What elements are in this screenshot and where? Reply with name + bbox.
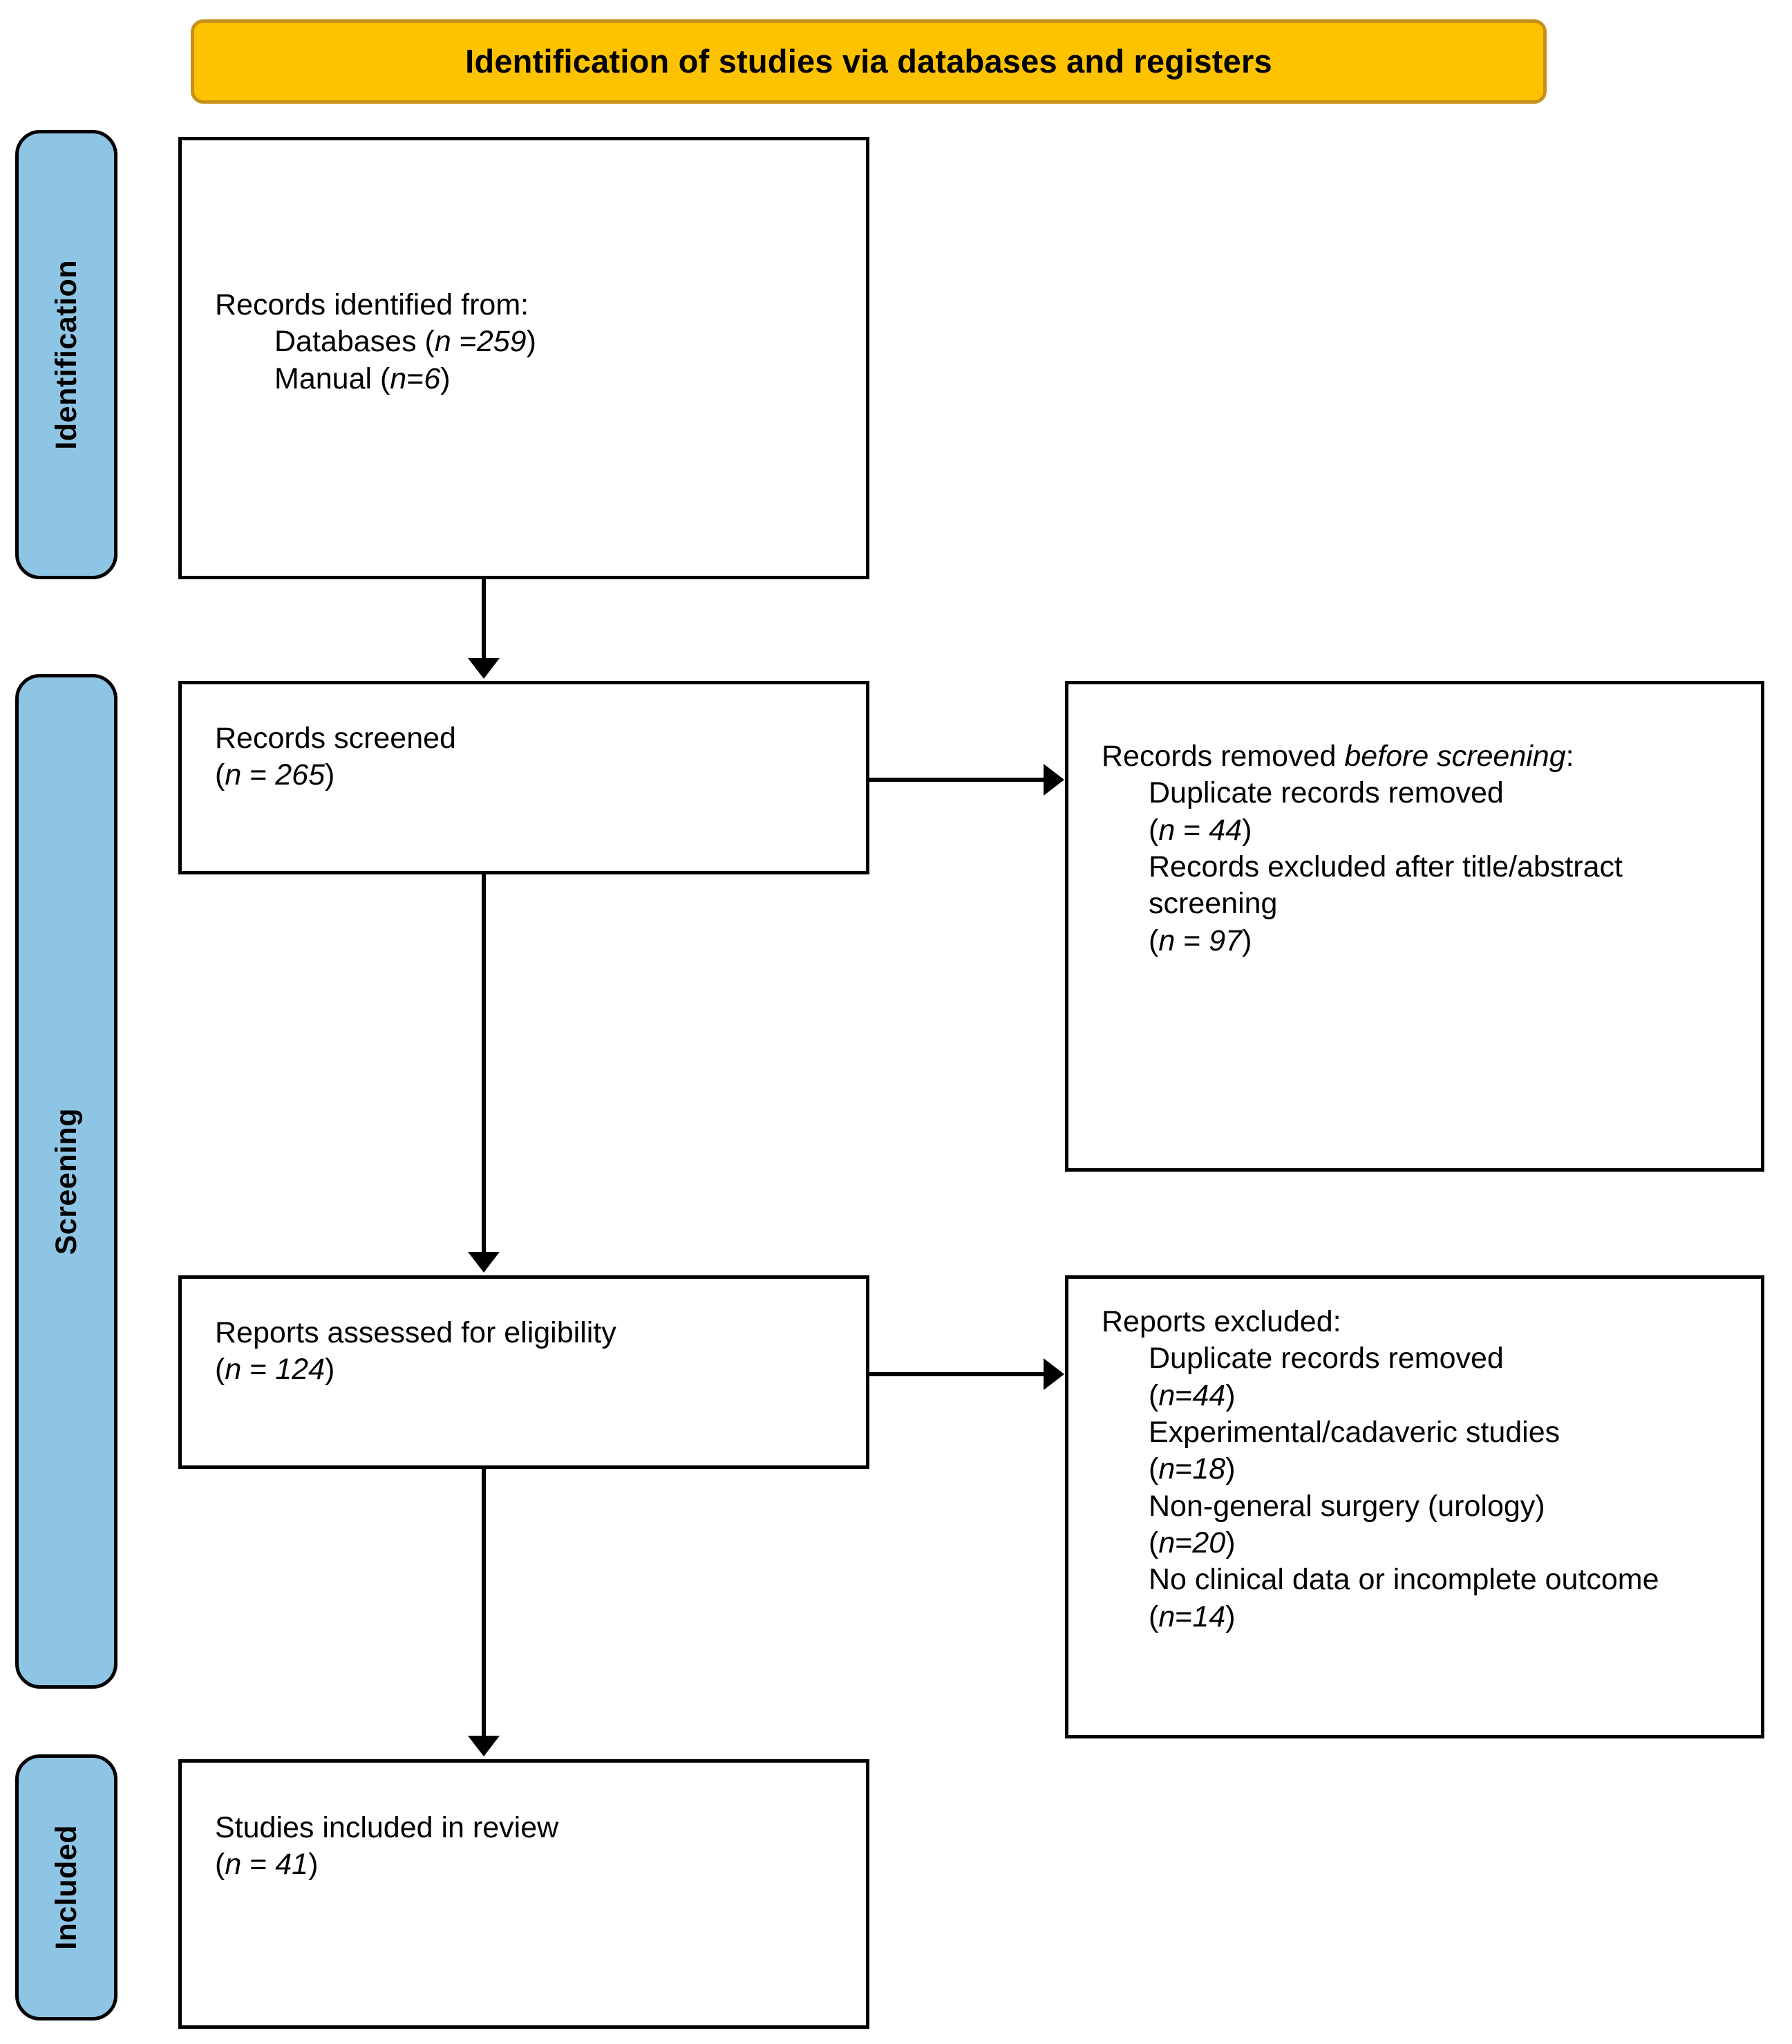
box-records-identified: Records identified from: Databases (n =2…: [178, 137, 869, 579]
box-records-removed-before-screening: Records removed before screening: Duplic…: [1065, 681, 1764, 1172]
records-removed-item2-count: (n = 97): [1149, 923, 1252, 957]
reports-excluded-item1-count: (n=44): [1149, 1378, 1236, 1412]
arrow-down-screened-to-assessed: [482, 874, 486, 1255]
phase-label-screening: Screening: [49, 1107, 83, 1255]
reports-excluded-item1: Duplicate records removed: [1149, 1342, 1504, 1376]
box-studies-included: Studies included in review (n = 41): [178, 1759, 869, 2029]
phase-pill-screening: Screening: [15, 674, 117, 1689]
reports-excluded-title: Reports excluded:: [1102, 1305, 1341, 1338]
records-removed-item2: Records excluded after title/abstract sc…: [1149, 850, 1631, 921]
box-reports-assessed: Reports assessed for eligibility (n = 12…: [178, 1275, 869, 1469]
arrow-right-assessed-to-excluded: [868, 1372, 1046, 1376]
box-reports-excluded: Reports excluded: Duplicate records remo…: [1065, 1275, 1764, 1738]
phase-pill-included: Included: [15, 1754, 117, 2020]
records-screened-count: (n = 265): [215, 758, 335, 792]
records-identified-databases: Databases (n =259): [215, 324, 849, 360]
records-screened-title: Records screened: [215, 722, 456, 755]
phase-label-identification: Identification: [49, 259, 83, 450]
arrow-down-identified-to-screened: [482, 579, 486, 661]
records-identified-manual: Manual (n=6): [215, 361, 849, 397]
arrow-right-screened-to-removed: [868, 778, 1046, 782]
phase-label-included: Included: [49, 1825, 83, 1950]
records-identified-title: Records identified from:: [215, 288, 529, 321]
banner-title: Identification of studies via databases …: [465, 43, 1272, 80]
records-identified-manual-text: Manual (n=6): [274, 362, 451, 395]
records-removed-item1: Duplicate records removed: [1149, 776, 1504, 810]
records-removed-item1-count: (n = 44): [1149, 813, 1252, 847]
reports-assessed-count: (n = 124): [215, 1353, 335, 1387]
reports-excluded-item4: No clinical data or incomplete outcome: [1149, 1563, 1659, 1597]
reports-excluded-item2-count: (n=18): [1149, 1452, 1236, 1486]
reports-excluded-item3: Non-general surgery (urology): [1149, 1489, 1545, 1523]
diagram-header-banner: Identification of studies via databases …: [191, 19, 1547, 104]
phase-pill-identification: Identification: [15, 130, 117, 579]
box-records-screened: Records screened (n = 265): [178, 681, 869, 874]
reports-excluded-item2: Experimental/cadaveric studies: [1149, 1415, 1560, 1449]
reports-assessed-title: Reports assessed for eligibility: [215, 1316, 616, 1349]
records-removed-title: Records removed before screening:: [1102, 740, 1574, 773]
records-identified-databases-text: Databases (n =259): [274, 325, 536, 359]
arrow-down-assessed-to-included: [482, 1469, 486, 1738]
studies-included-title: Studies included in review: [215, 1811, 559, 1844]
reports-excluded-item4-count: (n=14): [1149, 1600, 1236, 1633]
studies-included-count: (n = 41): [215, 1848, 319, 1882]
reports-excluded-item3-count: (n=20): [1149, 1526, 1236, 1559]
